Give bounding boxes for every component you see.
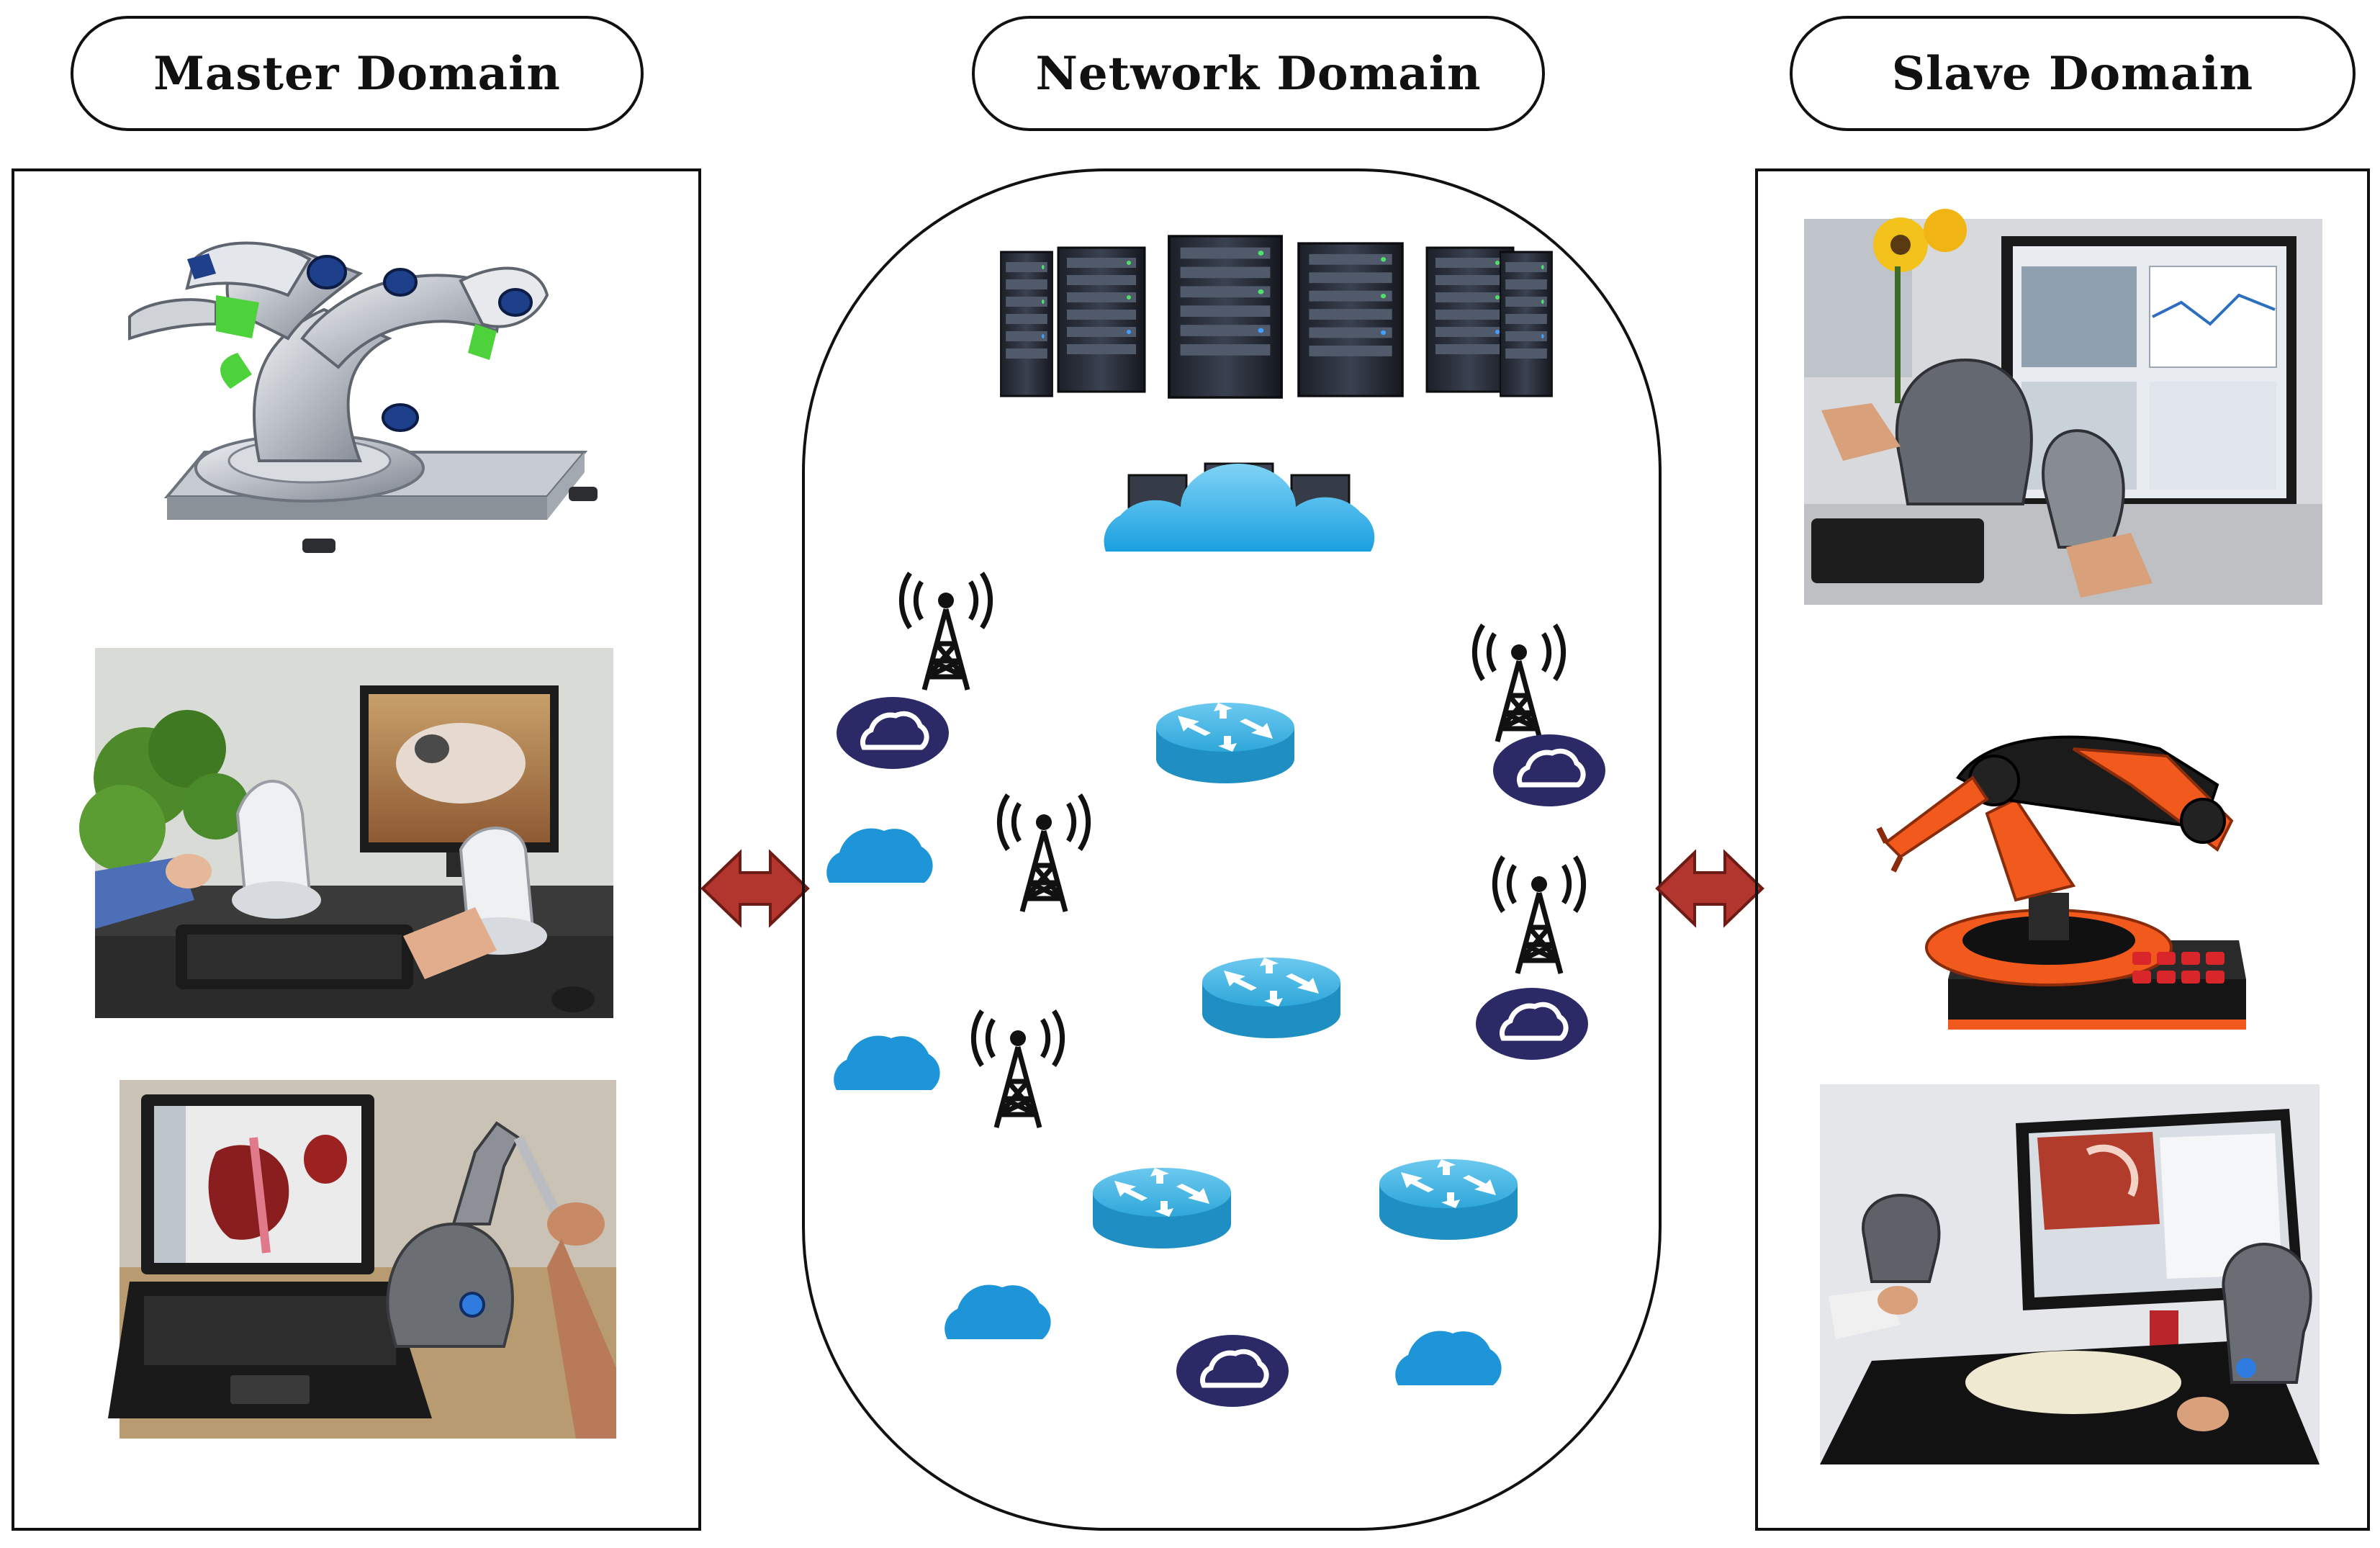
slave-domain-panel bbox=[1755, 168, 2370, 1531]
network-domain-ellipse bbox=[802, 168, 1662, 1531]
cloud-icon bbox=[945, 1284, 1051, 1339]
cell-tower-icon bbox=[1495, 857, 1583, 973]
surgical-theater-photo bbox=[1820, 1084, 2320, 1464]
slave-domain-label: Slave Domain bbox=[1790, 16, 2356, 131]
laptop-haptic-photo bbox=[108, 1080, 616, 1439]
cloud-icon bbox=[834, 1035, 940, 1090]
cloud-icon bbox=[1395, 1331, 1502, 1385]
haptic-training-photo bbox=[79, 648, 613, 1018]
network-domain-label: Network Domain bbox=[972, 16, 1545, 131]
master-domain-label: Master Domain bbox=[71, 16, 644, 131]
haptic-monitor-photo bbox=[1804, 209, 2322, 605]
cell-tower-icon bbox=[973, 1011, 1062, 1128]
router-icon bbox=[1379, 1159, 1518, 1240]
cell-tower-icon bbox=[901, 573, 990, 690]
cell-tower-icon bbox=[999, 795, 1088, 912]
network-slave-double-arrow-icon bbox=[1655, 849, 1764, 928]
cell-tower-icon bbox=[1474, 625, 1563, 742]
cloud-server-icon bbox=[1104, 462, 1375, 552]
master-network-double-arrow-icon bbox=[700, 849, 810, 928]
orange-robotic-arm-image bbox=[1857, 696, 2296, 1034]
router-icon bbox=[1093, 1168, 1231, 1248]
server-rack-cluster-icon bbox=[999, 235, 1554, 399]
cloud-badge-icon bbox=[1493, 734, 1605, 806]
cloud-badge-icon bbox=[837, 697, 949, 769]
master-domain-panel bbox=[12, 168, 701, 1531]
router-icon bbox=[1156, 703, 1294, 783]
cloud-badge-icon bbox=[1476, 988, 1588, 1060]
cloud-icon bbox=[826, 828, 933, 883]
router-icon bbox=[1202, 958, 1340, 1038]
cloud-badge-icon bbox=[1176, 1335, 1289, 1407]
robotic-arm-image bbox=[128, 241, 598, 553]
